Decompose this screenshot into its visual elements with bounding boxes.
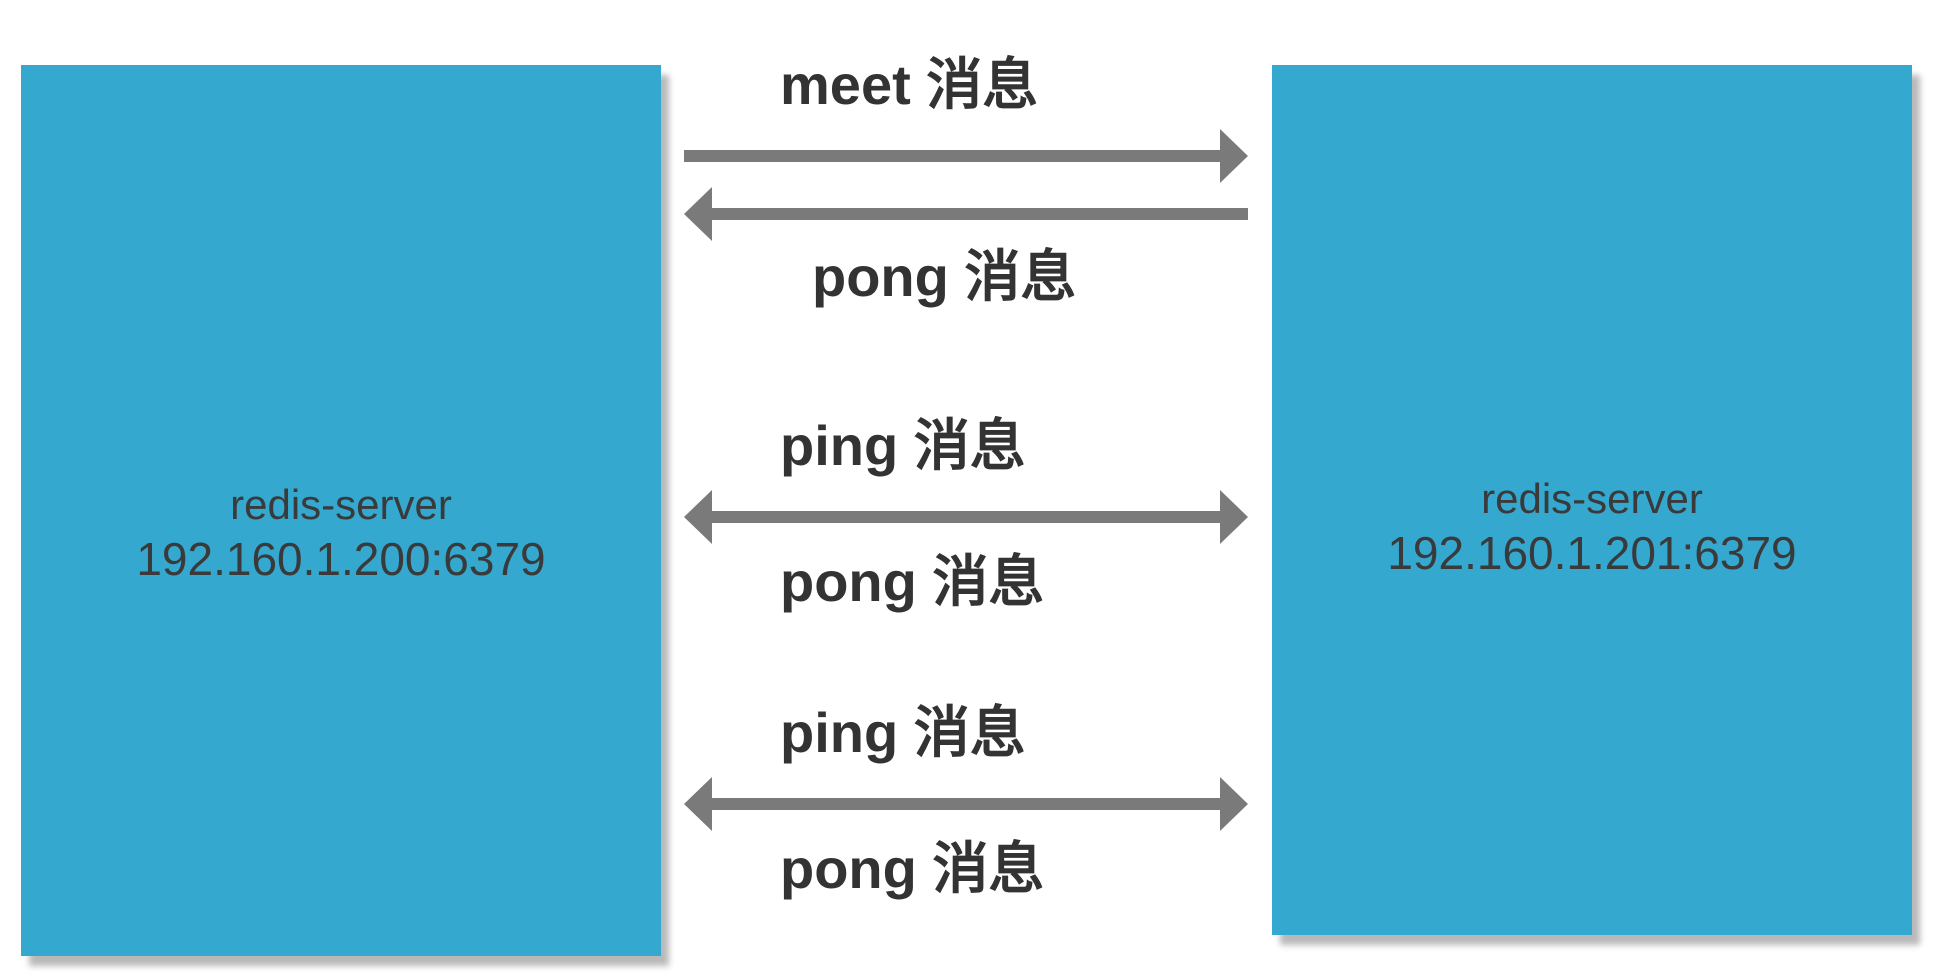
- server-address-left: 192.160.1.200:6379: [136, 532, 546, 585]
- label-ping-message-2: ping 消息: [780, 701, 1026, 764]
- redis-server-node-left: redis-server 192.160.1.200:6379: [21, 65, 661, 956]
- server-name-right: redis-server: [1481, 475, 1703, 522]
- arrow-pong-reply: [684, 187, 1248, 241]
- arrow-meet: [684, 129, 1248, 183]
- arrow-ping-pong-1: [684, 490, 1248, 544]
- label-pong-message-3: pong 消息: [780, 837, 1045, 900]
- server-name-left: redis-server: [230, 480, 452, 528]
- label-pong-message-2: pong 消息: [780, 550, 1045, 613]
- label-meet-message: meet 消息: [780, 53, 1039, 116]
- label-ping-message-1: ping 消息: [780, 414, 1026, 477]
- server-address-right: 192.160.1.201:6379: [1387, 527, 1797, 579]
- arrow-ping-pong-2: [684, 777, 1248, 831]
- redis-server-node-right: redis-server 192.160.1.201:6379: [1272, 65, 1912, 935]
- label-pong-message-1: pong 消息: [812, 245, 1077, 308]
